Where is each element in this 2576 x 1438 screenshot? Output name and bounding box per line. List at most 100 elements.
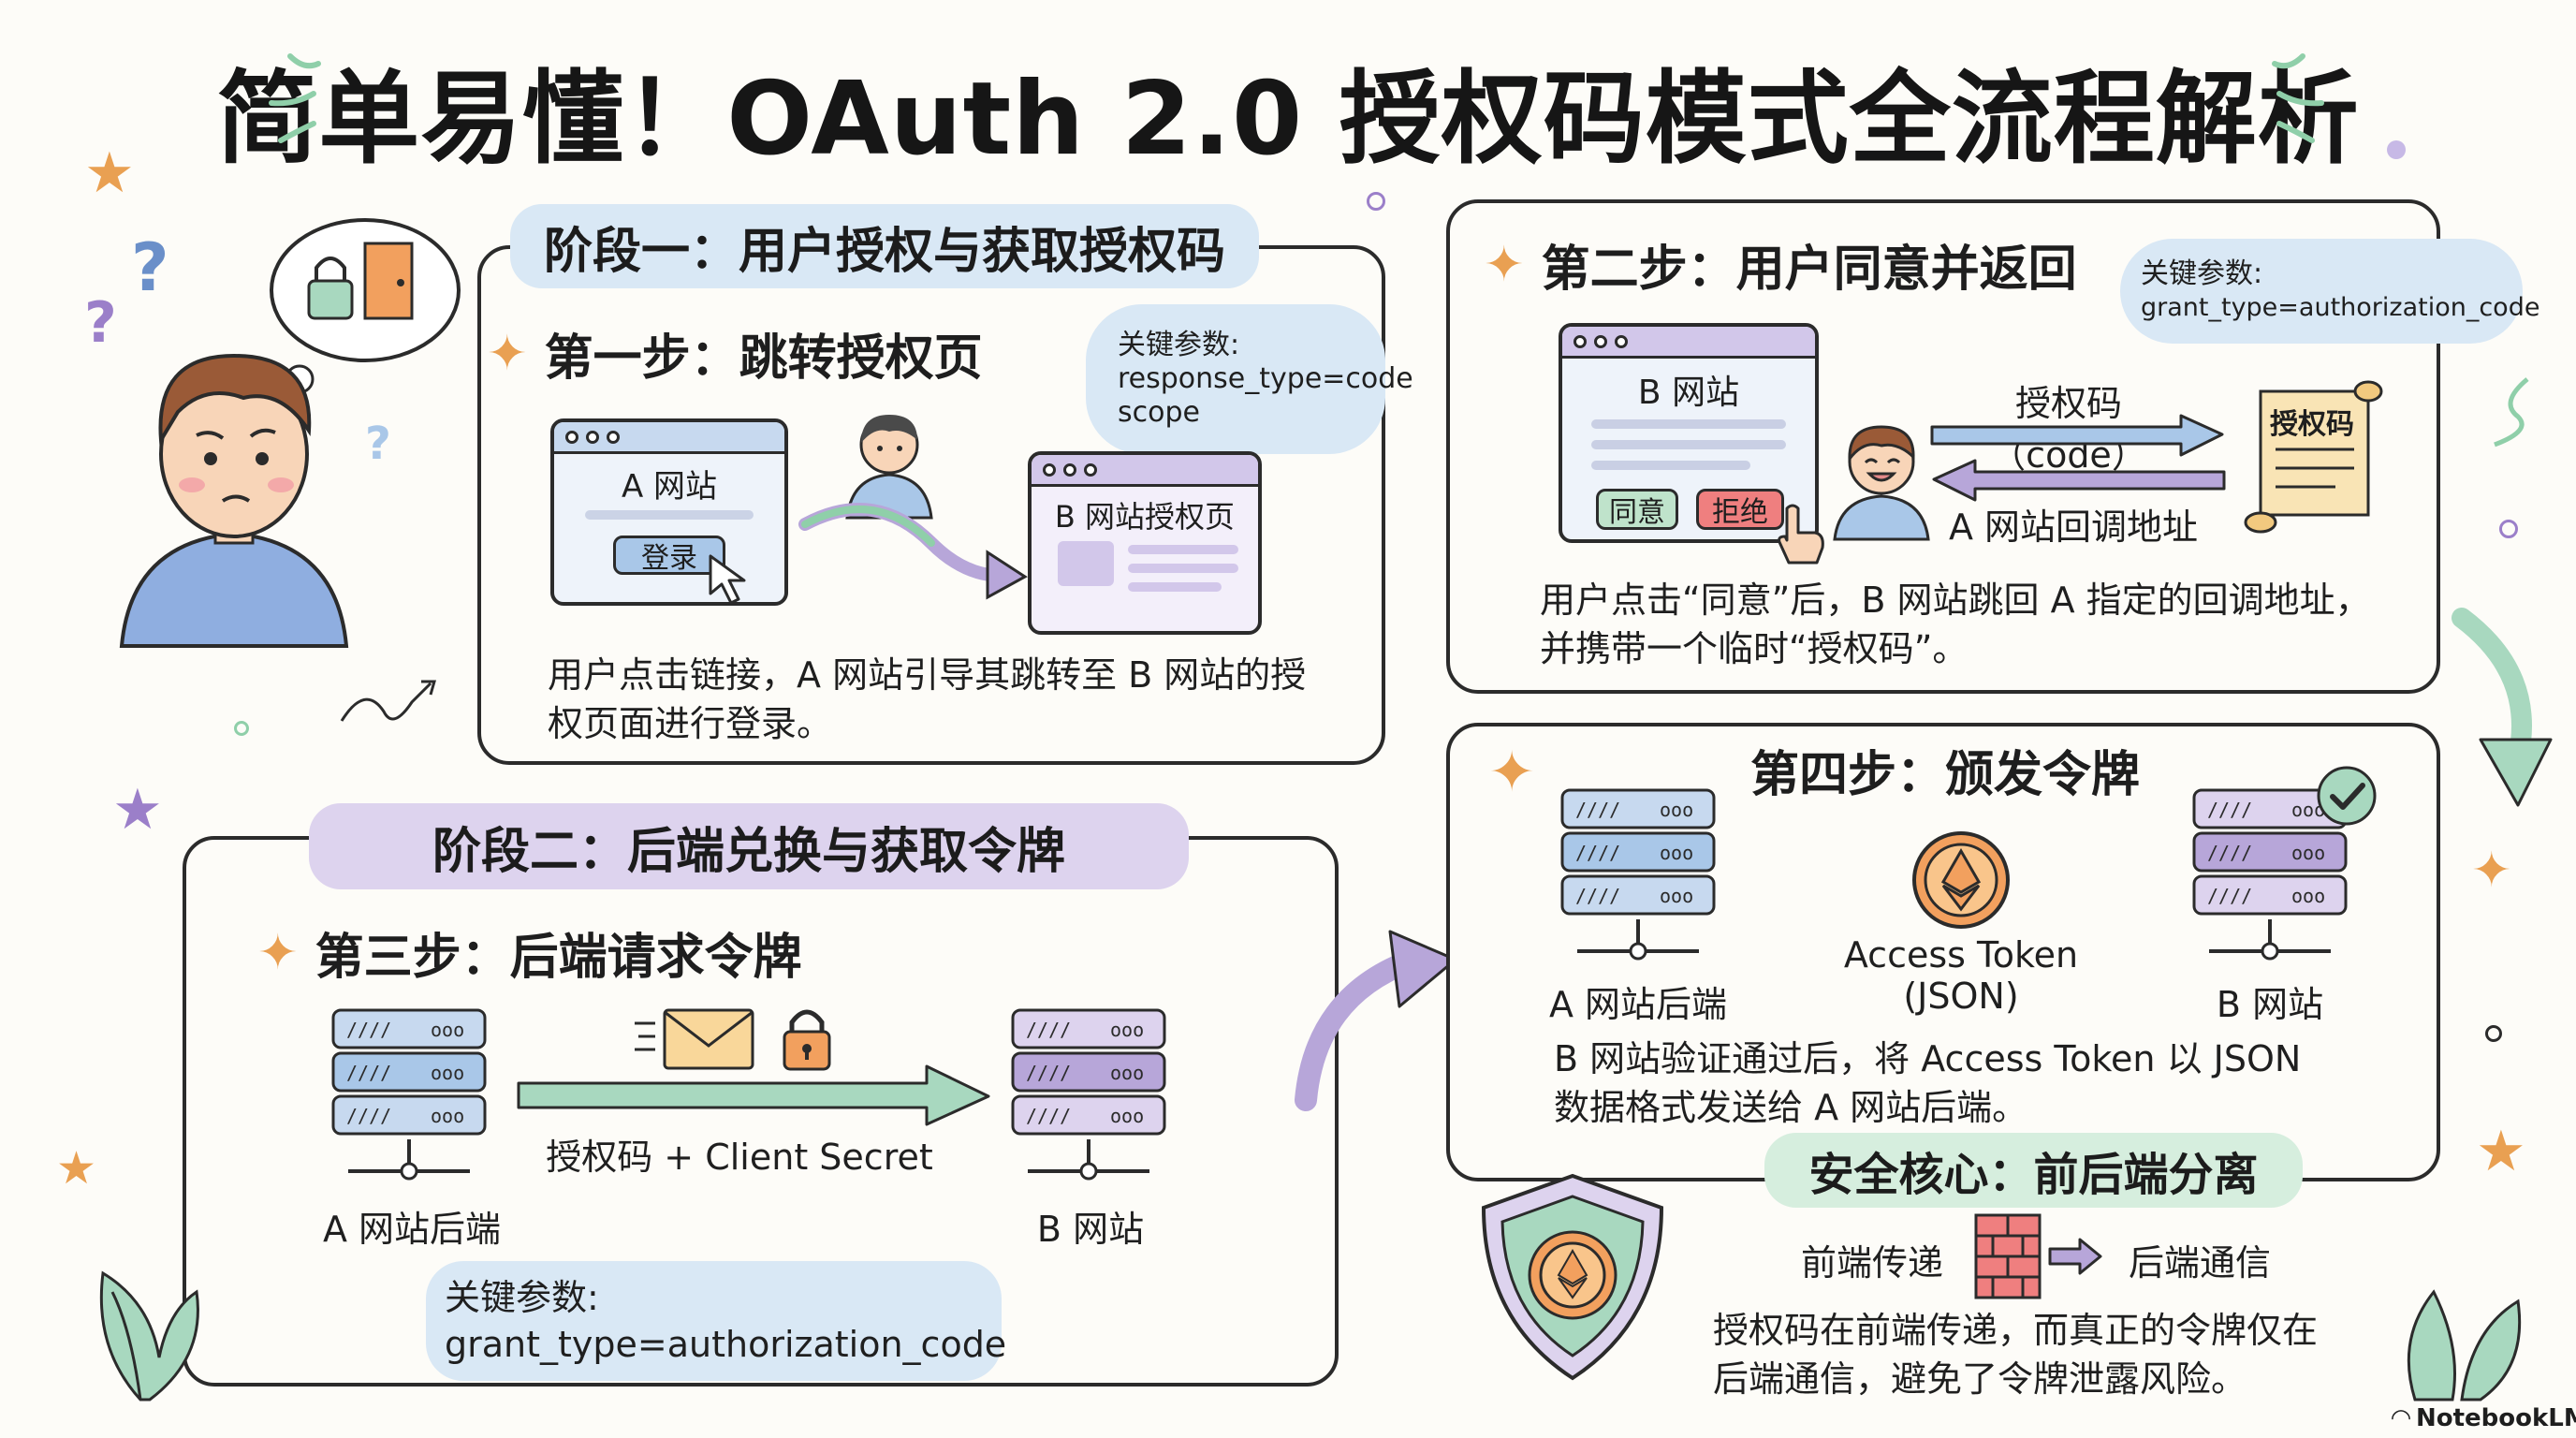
leaf-icon bbox=[2407, 1289, 2522, 1401]
desc-line: B 网站验证通过后，将 Access Token 以 JSON bbox=[1554, 1038, 2302, 1079]
input-line bbox=[585, 510, 754, 520]
dot bbox=[1367, 192, 1385, 211]
server-unit bbox=[2192, 874, 2348, 916]
token-line: Access Token bbox=[1843, 934, 2079, 976]
site-a-label: A 网站 bbox=[621, 468, 718, 506]
server-slash-mark: //// bbox=[1575, 799, 1620, 821]
flow-arrow-step2-to-step4 bbox=[2452, 608, 2553, 807]
svg-text:?: ? bbox=[365, 418, 391, 470]
callback-arrow-left bbox=[1932, 459, 2226, 502]
right-arrow-icon bbox=[2048, 1238, 2102, 1275]
stage2-tag: 阶段二：后端兑换与获取令牌 bbox=[309, 803, 1189, 889]
site-b-auth-label: B 网站授权页 bbox=[1054, 499, 1236, 535]
reject-button[interactable]: 拒绝 bbox=[1696, 489, 1784, 530]
server-slash-mark: //// bbox=[1026, 1105, 1071, 1127]
bubble-line: scope bbox=[1118, 396, 1200, 429]
token-request-arrow bbox=[517, 1064, 990, 1126]
server-unit bbox=[1011, 1008, 1166, 1049]
frontend-label: 前端传递 bbox=[1800, 1242, 1943, 1284]
server-led-mark: ooo bbox=[431, 1019, 464, 1041]
server-led-mark: ooo bbox=[2291, 842, 2325, 864]
server-b-site-icon: ////ooo////ooo////ooo bbox=[2190, 786, 2349, 964]
dot bbox=[2387, 140, 2406, 159]
site-b-auth-window bbox=[1028, 451, 1262, 635]
server-slash-mark: //// bbox=[2207, 842, 2252, 864]
squiggle-icon bbox=[2494, 377, 2529, 448]
text-line bbox=[1128, 545, 1238, 554]
agree-button[interactable]: 同意 bbox=[1596, 489, 1678, 530]
server-rack-svg: ////ooo////ooo////ooo bbox=[1560, 788, 1716, 961]
text-line bbox=[1128, 582, 1222, 592]
desc-line: 后端通信，避免了令牌泄露风险。 bbox=[1713, 1358, 2247, 1400]
server-node bbox=[1079, 1162, 1098, 1181]
star-icon: ✦ bbox=[1484, 236, 1525, 293]
server-slash-mark: //// bbox=[1026, 1062, 1071, 1084]
scroll-label: 授权码 bbox=[2270, 408, 2354, 441]
server-led-mark: ooo bbox=[1110, 1105, 1144, 1127]
bubble-line: grant_type=authorization_code bbox=[2141, 293, 2540, 322]
star-icon: ★ bbox=[56, 1142, 97, 1195]
step1-title: ✦ 第一步：跳转授权页 bbox=[487, 318, 983, 389]
sparkle-right-icon bbox=[2272, 53, 2324, 143]
star-icon: ★ bbox=[112, 777, 163, 843]
leaf-icon bbox=[99, 1270, 199, 1401]
access-token-coin-icon bbox=[1912, 831, 2010, 929]
server-node bbox=[1629, 942, 1647, 961]
image-placeholder bbox=[1058, 541, 1114, 586]
step4-b-site-label: B 网站 bbox=[2216, 984, 2324, 1025]
page-title: 简单易懂！OAuth 2.0 授权码模式全流程解析 bbox=[216, 61, 2360, 178]
step1-params-bubble: 关键参数: response_type=code scope bbox=[1086, 304, 1413, 454]
step4-title-text: 第四步：颁发令牌 bbox=[1750, 747, 2141, 803]
svg-text:?: ? bbox=[131, 229, 169, 306]
server-led-mark: ooo bbox=[1660, 842, 1693, 864]
auth-code-scroll-icon bbox=[2244, 380, 2383, 534]
happy-user-icon bbox=[1833, 425, 1930, 541]
svg-text:?: ? bbox=[84, 290, 117, 356]
desc-line: 用户点击链接，A 网站引导其跳转至 B 网站的授 bbox=[548, 654, 1307, 696]
token-line: (JSON) bbox=[1903, 976, 2019, 1017]
bubble-line: 关键参数: bbox=[445, 1277, 599, 1318]
server-unit bbox=[1560, 831, 1716, 873]
sparkle-left-icon bbox=[269, 53, 321, 143]
desc-line: 数据格式发送给 A 网站后端。 bbox=[1554, 1087, 2028, 1128]
server-unit bbox=[1560, 788, 1716, 829]
desc-line: 授权码在前端传递，而真正的令牌仅在 bbox=[1713, 1310, 2319, 1351]
server-slash-mark: //// bbox=[1026, 1019, 1071, 1041]
text-line bbox=[1128, 564, 1238, 573]
step2-description: 用户点击“同意”后，B 网站跳回 A 指定的回调地址， 并携带一个临时“授权码”… bbox=[1540, 576, 2410, 673]
notebooklm-watermark: ◠ NotebookLM bbox=[2392, 1404, 2576, 1432]
server-led-mark: ooo bbox=[1660, 799, 1693, 821]
lock-icon bbox=[783, 1009, 831, 1071]
dot bbox=[2499, 520, 2518, 538]
hand-pointer-icon bbox=[1778, 504, 1824, 565]
step4-description: B 网站验证通过后，将 Access Token 以 JSON 数据格式发送给 … bbox=[1554, 1034, 2396, 1132]
server-unit bbox=[1011, 1051, 1166, 1093]
b-site-label: B 网站 bbox=[1036, 1209, 1145, 1250]
token-request-label: 授权码 + Client Secret bbox=[546, 1137, 933, 1178]
server-unit bbox=[1560, 874, 1716, 916]
server-unit bbox=[1011, 1094, 1166, 1136]
desc-line: 用户点击“同意”后，B 网站跳回 A 指定的回调地址， bbox=[1540, 580, 2371, 621]
star-icon: ★ bbox=[84, 140, 135, 206]
callback-arrow-label: A 网站回调地址 bbox=[1948, 506, 2199, 548]
bubble-line: 关键参数: bbox=[2141, 257, 2263, 290]
code-arrow-right bbox=[1930, 414, 2224, 457]
step2-title-text: 第二步：用户同意并返回 bbox=[1541, 242, 2077, 298]
star-icon: ★ bbox=[2476, 1119, 2526, 1184]
server-rack-svg: ////ooo////ooo////ooo bbox=[2192, 788, 2348, 961]
server-led-mark: ooo bbox=[431, 1105, 464, 1127]
server-rack-svg: ////ooo////ooo////ooo bbox=[1011, 1008, 1166, 1181]
desc-line: 权页面进行登录。 bbox=[548, 703, 833, 744]
text-line bbox=[1591, 419, 1786, 429]
squiggle-icon bbox=[340, 680, 436, 722]
login-button[interactable]: 登录 bbox=[613, 536, 725, 575]
server-b-icon: ////ooo////ooo////ooo bbox=[1009, 1006, 1168, 1184]
step2-title: ✦ 第二步：用户同意并返回 bbox=[1484, 229, 2077, 300]
server-rack-svg: ////ooo////ooo////ooo bbox=[331, 1008, 487, 1181]
email-icon bbox=[635, 1008, 754, 1070]
security-tag: 安全核心：前后端分离 bbox=[1764, 1133, 2303, 1208]
step3-title-text: 第三步：后端请求令牌 bbox=[315, 930, 802, 986]
flow-arrow-stage2-to-step4 bbox=[1295, 930, 1457, 1111]
server-node bbox=[400, 1162, 418, 1181]
step1-description: 用户点击链接，A 网站引导其跳转至 B 网站的授 权页面进行登录。 bbox=[548, 651, 1353, 748]
